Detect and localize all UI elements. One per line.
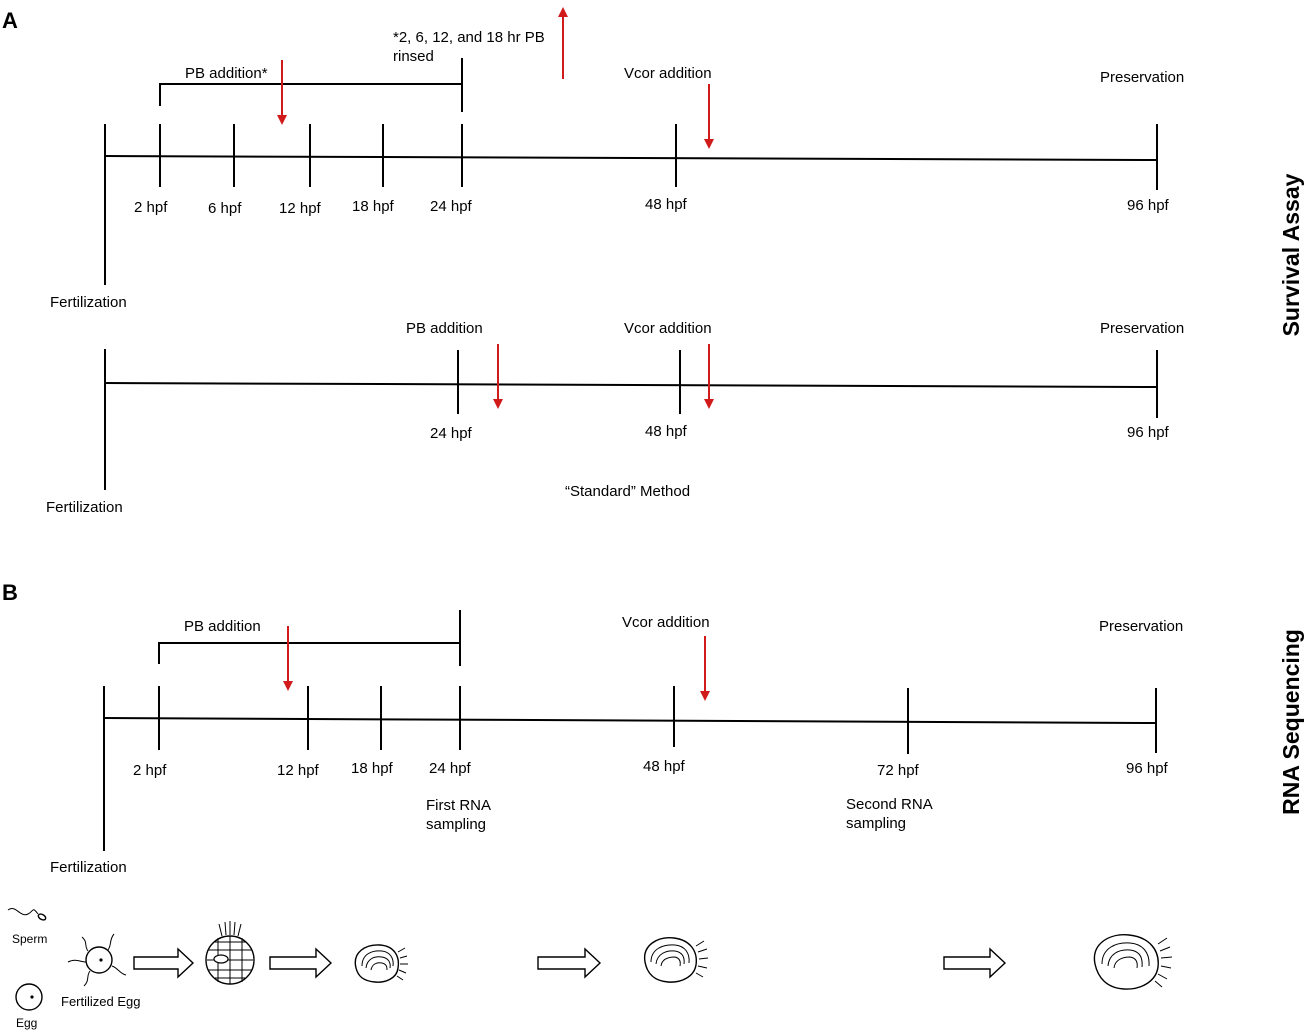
d-larva-icon-large [1093,934,1173,990]
timeline-1-tick-label-18hpf: 18 hpf [352,198,395,215]
d-larva-icon-small [354,944,408,983]
timeline-3-second-sampling-line1: Second RNA [846,796,933,813]
timeline-1: PB addition* *2, 6, 12, and 18 hr PB rin… [50,7,1184,311]
timeline-1-axis [104,155,1158,161]
timeline-1-rinse-note-line2: rinsed [393,48,434,65]
trochophore-larva-icon [205,921,255,985]
timeline-3-vcor-addition-label: Vcor addition [622,614,710,631]
developmental-stages: Sperm Egg Fertilized Egg [7,908,1173,1030]
fertilized-egg-label: Fertilized Egg [61,994,140,1009]
fertilized-egg-icon [67,933,127,987]
timeline-3-tick-label-48hpf: 48 hpf [643,758,686,775]
timeline-3-pb-addition-label: PB addition [184,618,261,635]
timeline-2-tick-label-24hpf: 24 hpf [430,425,473,442]
timeline-3-tick-label-96hpf: 96 hpf [1126,760,1169,777]
timeline-3-second-sampling-line2: sampling [846,815,906,832]
timeline-1-preservation-label: Preservation [1100,69,1184,86]
timeline-2-fertilization-label: Fertilization [46,499,123,516]
timeline-3-pb-bracket [158,642,460,664]
timeline-2-preservation-label: Preservation [1100,320,1184,337]
timeline-2-pb-addition-label: PB addition [406,320,483,337]
timeline-1-tick-label-12hpf: 12 hpf [279,200,322,217]
timeline-2-axis [104,382,1158,388]
d-larva-icon-medium [644,937,709,983]
timeline-3: PB addition Vcor addition Preservation 2… [50,610,1183,876]
timeline-3-tick-label-24hpf: 24 hpf [429,760,472,777]
timeline-3-tick-label-2hpf: 2 hpf [133,762,167,779]
timeline-2: PB addition Vcor addition Preservation 2… [46,320,1184,516]
panel-label-a: A [2,8,18,33]
sperm-head-icon [37,913,47,921]
timeline-3-tick-label-18hpf: 18 hpf [351,760,394,777]
timeline-1-pb-addition-label: PB addition* [185,65,268,82]
timeline-2-method-label: “Standard” Method [565,483,690,500]
egg-nucleus-icon [30,995,34,999]
timeline-2-tick-label-96hpf: 96 hpf [1127,424,1170,441]
stage-arrow-4 [943,947,1007,979]
side-label-survival-assay: Survival Assay [1278,173,1304,336]
egg-icon [15,983,43,1011]
timeline-1-tick-label-96hpf: 96 hpf [1127,197,1170,214]
timeline-1-pb-bracket [159,83,462,106]
panel-label-b: B [2,580,18,605]
timeline-1-fertilization-label: Fertilization [50,294,127,311]
sperm-icon [7,908,39,916]
timeline-1-vcor-addition-label: Vcor addition [624,65,712,82]
stage-arrow-3 [537,947,602,979]
timeline-3-preservation-label: Preservation [1099,618,1183,635]
timeline-3-axis [103,717,1157,724]
stage-arrow-2 [269,947,333,979]
timeline-1-tick-label-6hpf: 6 hpf [208,200,242,217]
stage-arrow-1 [133,947,195,979]
timeline-3-tick-label-72hpf: 72 hpf [877,762,920,779]
timeline-2-tick-label-48hpf: 48 hpf [645,423,688,440]
egg-label: Egg [16,1016,37,1030]
timeline-1-rinse-note-line1: *2, 6, 12, and 18 hr PB [393,29,545,46]
timeline-3-tick-label-12hpf: 12 hpf [277,762,320,779]
timeline-2-vcor-addition-label: Vcor addition [624,320,712,337]
timeline-1-tick-label-2hpf: 2 hpf [134,199,168,216]
timeline-3-first-sampling-line1: First RNA [426,797,491,814]
timeline-3-first-sampling-line2: sampling [426,816,486,833]
timeline-1-tick-label-24hpf: 24 hpf [430,198,473,215]
timeline-1-tick-label-48hpf: 48 hpf [645,196,688,213]
side-label-rna-sequencing: RNA Sequencing [1278,629,1304,815]
timeline-3-fertilization-label: Fertilization [50,859,127,876]
sperm-label: Sperm [12,932,47,946]
